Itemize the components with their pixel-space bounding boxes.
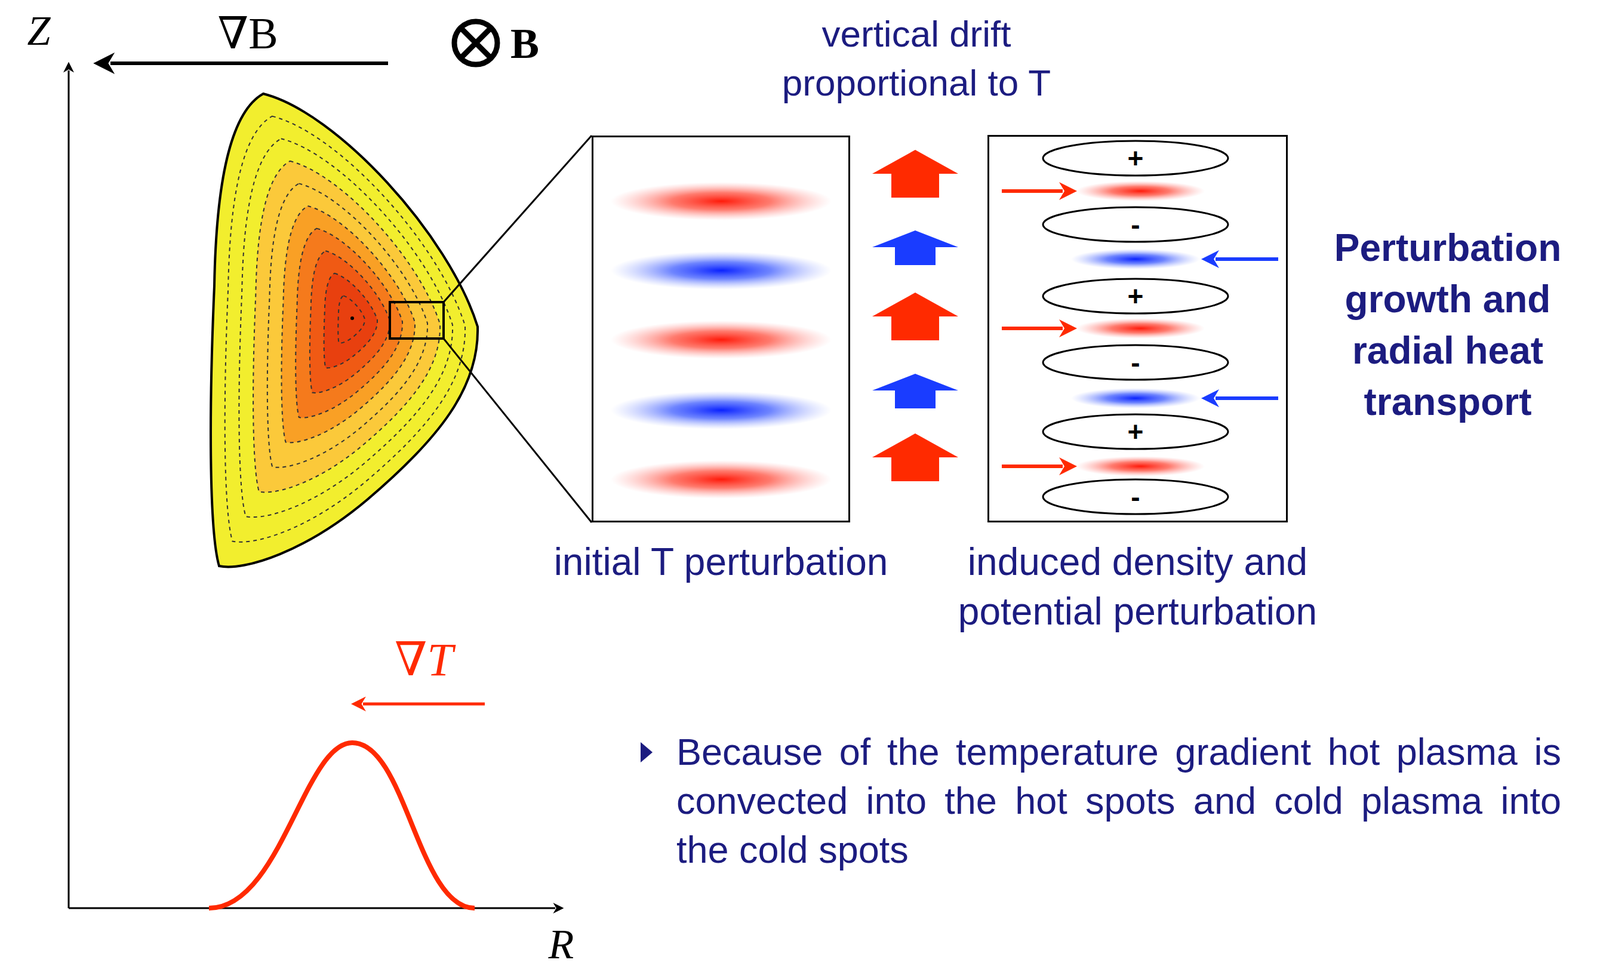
flux-surface <box>309 250 390 393</box>
charge-sign: - <box>1130 482 1140 511</box>
density-spot <box>1075 318 1205 339</box>
charge-sign: + <box>1127 144 1144 172</box>
flux-surface <box>238 138 453 518</box>
drift-arrow <box>872 433 959 482</box>
bullet <box>640 742 653 763</box>
ellipse-shape <box>1042 207 1229 242</box>
gradient-label: ∇B <box>191 7 305 61</box>
convection-arrow <box>1001 189 1063 193</box>
drift-arrow <box>872 292 959 341</box>
convection-arrow <box>1001 464 1063 469</box>
charge-sign: + <box>1127 417 1144 446</box>
ellipse-shape <box>1042 479 1229 515</box>
temperature-spot <box>610 460 832 499</box>
charge-ellipse: + <box>1041 139 1230 177</box>
box-caption: induced density and potential perturbati… <box>893 537 1383 637</box>
drift-arrow <box>872 373 959 409</box>
axis-label: R <box>531 919 592 970</box>
plasma-boundary <box>210 93 478 567</box>
ellipse-shape <box>1042 278 1229 314</box>
charge-ellipse: + <box>1041 413 1230 451</box>
density-spot <box>1075 456 1205 477</box>
density-spot <box>1071 388 1200 409</box>
temperature-spot <box>610 251 832 290</box>
ellipse-shape <box>1042 345 1229 380</box>
convection-arrows <box>1001 191 1279 467</box>
drawing-part <box>460 28 491 58</box>
flux-surface <box>267 183 428 467</box>
density-spot <box>1075 180 1205 202</box>
density-spot <box>1071 248 1200 270</box>
zoom-line <box>443 135 592 303</box>
flux-band <box>295 228 403 418</box>
charge-ellipse: - <box>1041 205 1230 243</box>
convection-arrow <box>1001 326 1063 331</box>
charge-ellipse: - <box>1041 343 1230 381</box>
charge-sign: - <box>1130 210 1140 239</box>
explanation-text: Because of the temperature gradient hot … <box>676 727 1562 875</box>
flux-band <box>281 205 416 443</box>
charge-ellipse: + <box>1041 277 1230 315</box>
temperature-spot <box>610 320 832 359</box>
box-caption: initial T perturbation <box>476 537 966 587</box>
grad-b-arrow <box>110 61 389 66</box>
ellipse-shape <box>1042 414 1229 449</box>
ellipse-shape <box>1042 140 1229 176</box>
axis-label: Z <box>11 5 66 57</box>
convection-arrow <box>1215 257 1279 261</box>
flux-band <box>225 116 466 543</box>
flux-surface <box>281 205 416 443</box>
zoom-rect <box>389 302 444 339</box>
perturbation-box: initial T perturbation <box>591 135 851 523</box>
temperature-spot <box>610 391 832 430</box>
charge-sign: - <box>1130 348 1140 377</box>
z-axis <box>68 70 70 909</box>
flux-band <box>337 295 365 343</box>
flux-surface <box>225 116 466 543</box>
drawing-part <box>454 21 498 65</box>
initial-perturbation <box>610 182 832 499</box>
charge-ellipse: - <box>1041 478 1230 516</box>
drift-arrow <box>872 230 959 266</box>
grad-t-arrow <box>362 702 485 706</box>
flux-surface <box>324 273 378 368</box>
temperature-spot <box>610 182 832 221</box>
drawing-part <box>460 28 491 58</box>
flux-band <box>267 183 428 467</box>
field-label: B <box>510 17 577 70</box>
perturbation-box: induced density and potential perturbati… <box>987 134 1288 523</box>
flux-band <box>238 138 453 518</box>
flux-band <box>210 93 478 567</box>
plasma-cross-section <box>210 93 478 567</box>
result-note: Perturbation growth and radial heat tran… <box>1307 222 1589 428</box>
flux-surface <box>295 228 403 418</box>
r-axis <box>68 907 556 910</box>
drift-note: vertical drift proportional to T <box>722 9 1111 108</box>
convection-arrow <box>1215 396 1279 400</box>
zoom-line <box>443 338 592 523</box>
drift-arrows <box>872 149 959 482</box>
otimes-symbol <box>454 21 498 65</box>
flux-band <box>324 273 378 368</box>
flux-surface <box>337 295 365 343</box>
gradient-label: ∇T <box>370 631 478 688</box>
magnetic-axis <box>350 316 355 320</box>
flux-band <box>309 250 390 393</box>
charge-sign: + <box>1127 282 1144 310</box>
temperature-profile <box>208 742 475 909</box>
drift-arrow <box>872 149 959 198</box>
